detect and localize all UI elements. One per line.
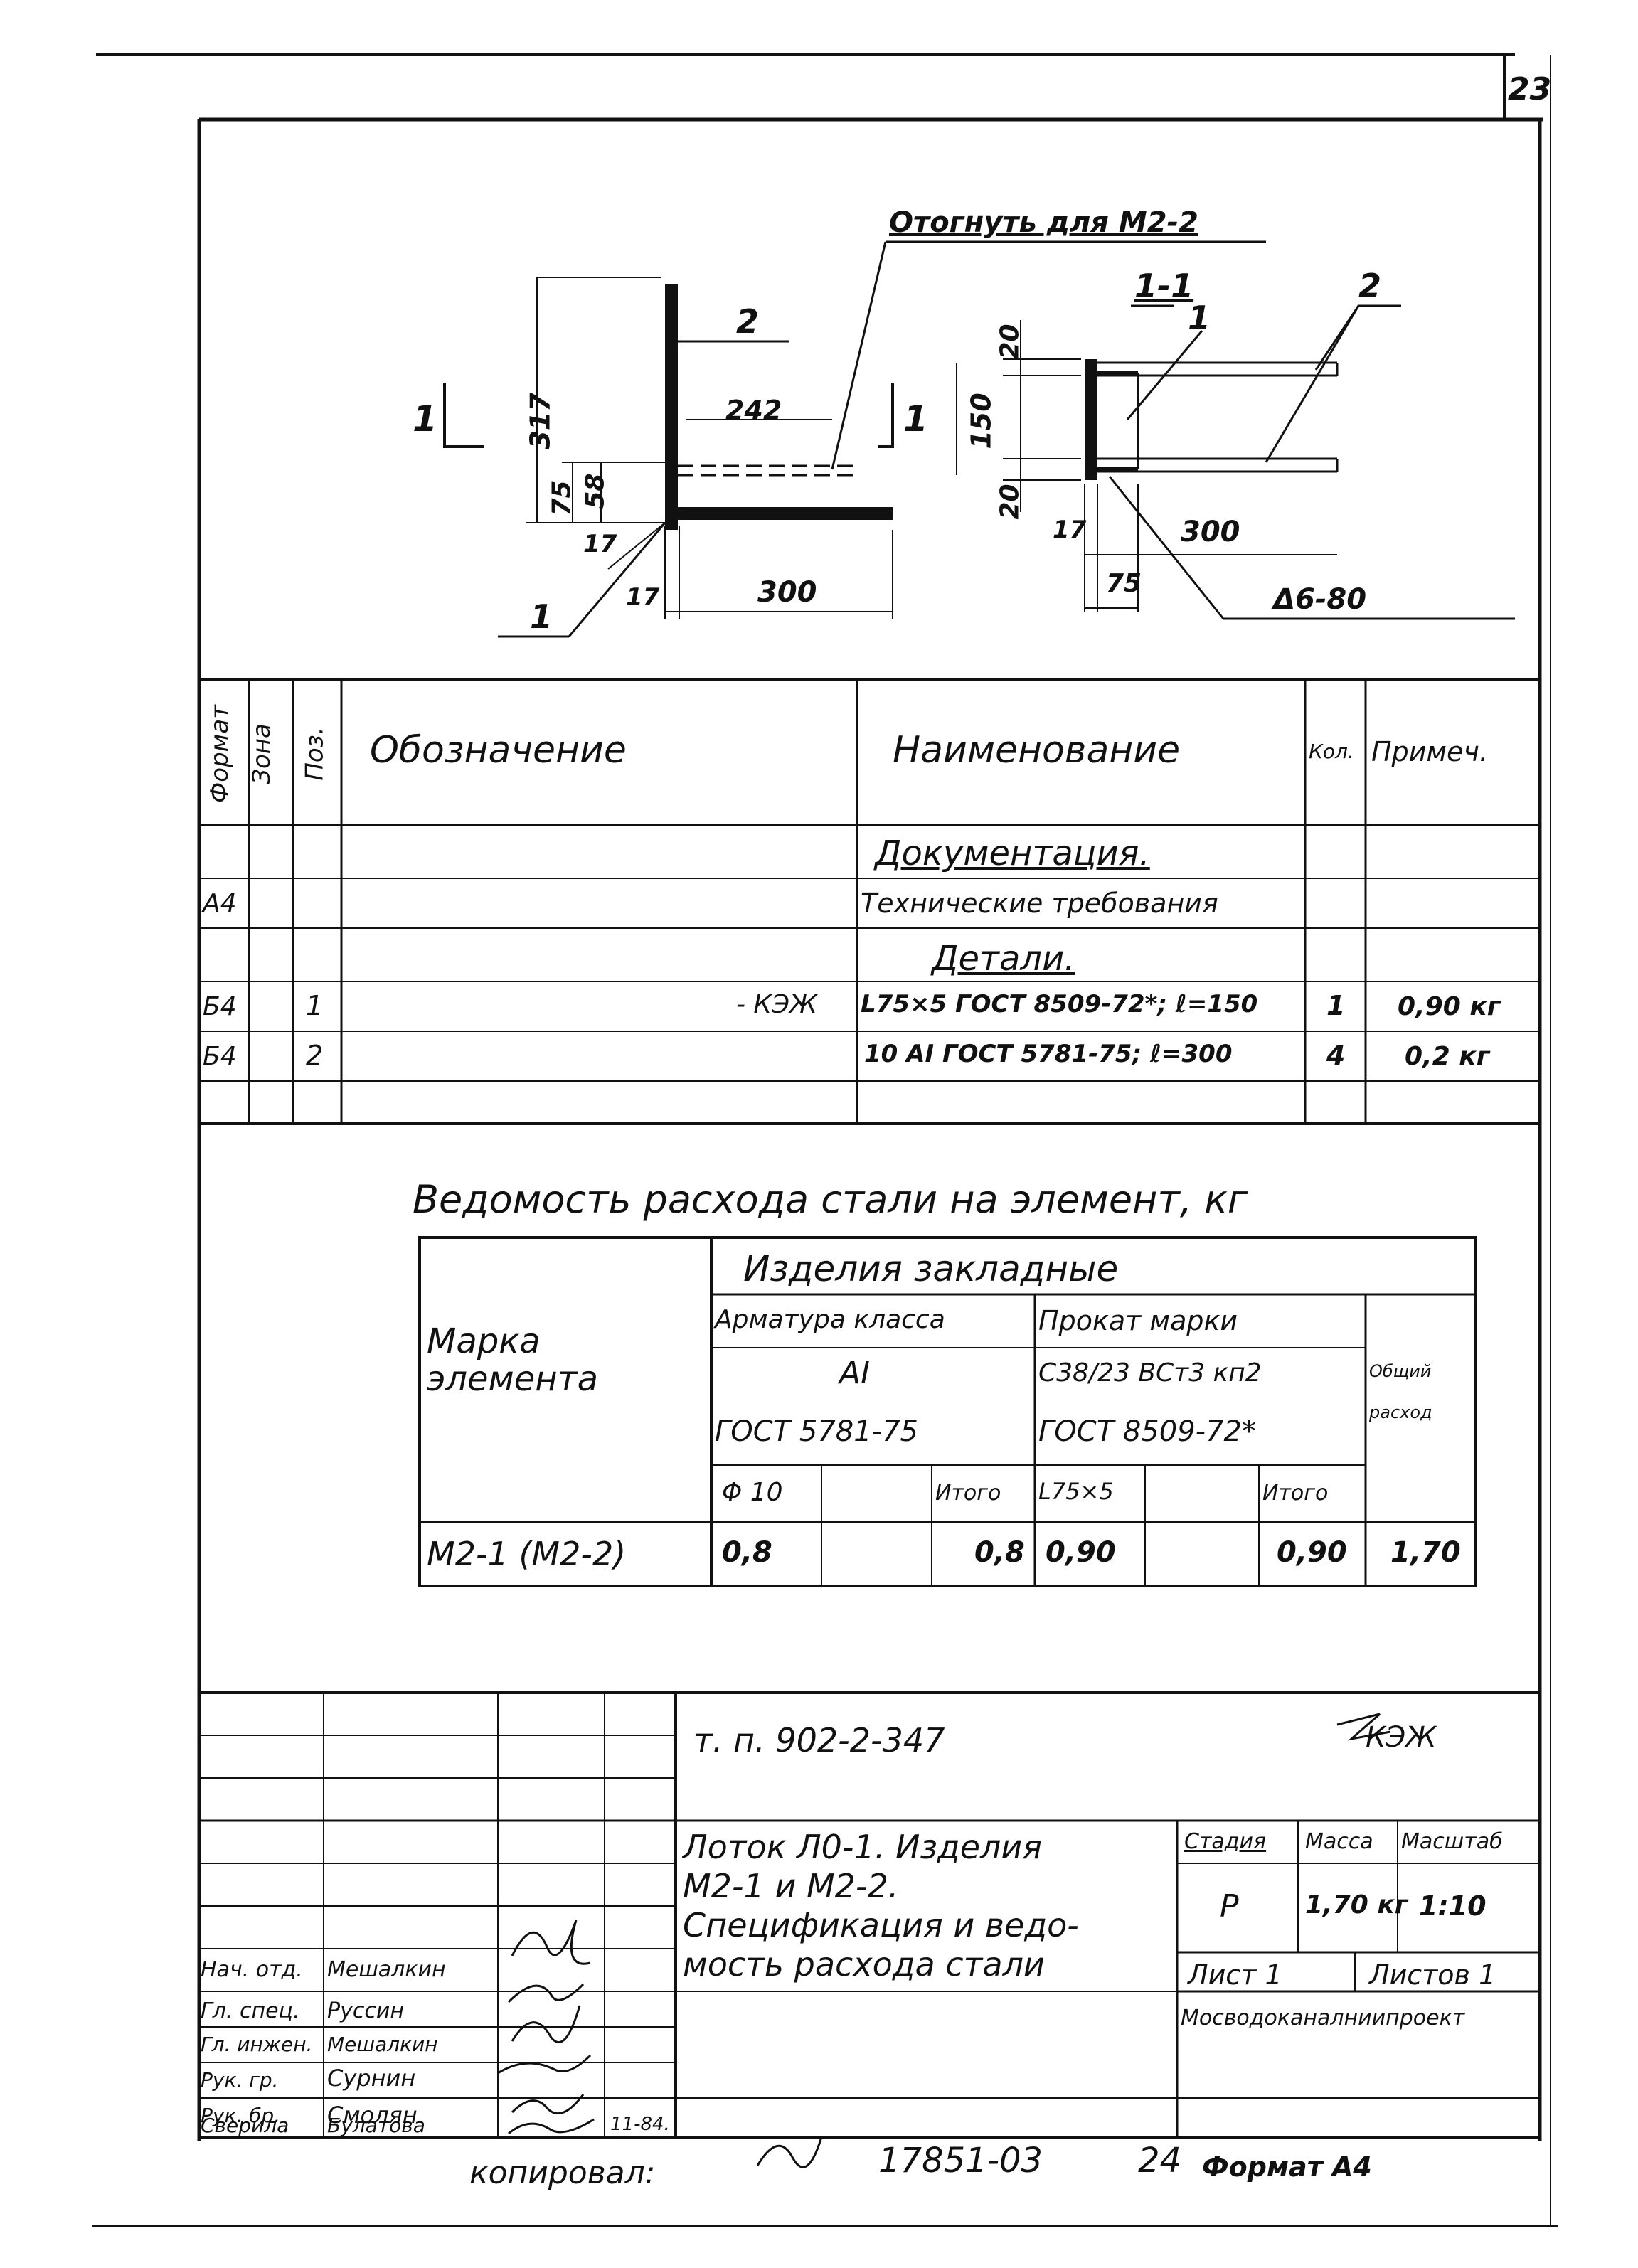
hdr-format: Формат	[205, 705, 234, 803]
view-pos-2: 2	[736, 302, 760, 341]
archive-page: 24	[1138, 2141, 1182, 2181]
dim-317: 317	[524, 393, 556, 449]
section-docs: Документация.	[875, 834, 1150, 873]
section-label: 1-1	[1134, 267, 1194, 305]
row1-format: Б4	[203, 992, 237, 1021]
steel-rebar-class: Арматура класса	[715, 1305, 945, 1334]
page-number: 23	[1508, 71, 1552, 107]
hdr-note: Примеч.	[1371, 736, 1488, 767]
steel-rebar-gost: ГОСТ 5781-75	[715, 1415, 918, 1448]
signature-scribbles	[497, 1713, 1391, 2168]
sig-name-5: Смолян	[327, 2102, 418, 2129]
steel-row-phi: 0,8	[722, 1536, 772, 1569]
hdr-name: Наименование	[893, 729, 1181, 772]
section-mark-right: 1	[903, 398, 928, 440]
dim-300b: 300	[1181, 516, 1240, 548]
section-mark-left: 1	[413, 398, 437, 440]
dim-58: 58	[580, 473, 610, 509]
section-pos-1: 1	[1188, 299, 1211, 337]
steel-row-mark: М2-1 (М2-2)	[427, 1535, 627, 1573]
row1-name: L75×5 ГОСТ 8509-72*; ℓ=150	[861, 990, 1258, 1018]
copy-label: копировал:	[469, 2155, 656, 2191]
format-label: Формат А4	[1202, 2151, 1372, 2183]
hdr-pos: Поз.	[300, 727, 329, 781]
tb-stage: Р	[1220, 1888, 1239, 1924]
section-parts: Детали.	[932, 939, 1075, 979]
steel-col-mark: Марка элемента	[427, 1321, 599, 1399]
dim-75: 75	[547, 480, 577, 516]
tb-mass-label: Масса	[1305, 1829, 1373, 1854]
tb-scale-label: Масштаб	[1401, 1829, 1503, 1854]
hdr-qty: Кол.	[1309, 740, 1354, 763]
row2-qty: 4	[1326, 1040, 1346, 1071]
steel-group: Изделия закладные	[743, 1248, 1119, 1289]
sig-role-5: Рук. бр.	[201, 2104, 281, 2127]
tb-scale: 1:10	[1419, 1890, 1487, 1922]
section-pos-2: 2	[1358, 267, 1382, 305]
sig-role-3: Гл. инжен.	[201, 2033, 313, 2056]
sig-role-2: Гл. спец.	[201, 1998, 300, 2023]
row2-format: Б4	[203, 1042, 237, 1071]
sig-role-1: Нач. отд.	[201, 1957, 303, 1982]
dim-17c: 17	[1053, 516, 1087, 544]
sig-role-6: Сверила	[201, 2114, 289, 2137]
tb-sheets: Листов 1	[1369, 1959, 1496, 1991]
archive-number: 17851-03	[878, 2141, 1043, 2181]
tb-mass: 1,70 кг	[1305, 1890, 1408, 1920]
view-pos-1: 1	[530, 597, 553, 636]
steel-row-itogo1: 0,8	[974, 1536, 1025, 1569]
callout-bend: Отогнуть для М2-2	[889, 206, 1198, 239]
row1-pos: 1	[306, 990, 324, 1021]
tb-desc-line2: М2-1 и М2-2.	[683, 1867, 899, 1905]
sig-name-3: Мешалкин	[327, 2033, 438, 2056]
steel-rolled-grade: С38/23 ВСт3 кп2	[1038, 1358, 1262, 1388]
steel-row-total: 1,70	[1390, 1536, 1461, 1569]
steel-rolled-mark: Прокат марки	[1038, 1305, 1238, 1336]
weld-label: Δ6-80	[1273, 583, 1367, 616]
hdr-zone: Зона	[247, 723, 276, 784]
sig-name-4: Сурнин	[327, 2065, 416, 2092]
dim-17a: 17	[583, 530, 617, 558]
row-docs-format: А4	[203, 889, 237, 918]
steel-sub-angle: L75×5	[1038, 1478, 1114, 1505]
tb-stage-label: Стадия	[1184, 1829, 1267, 1854]
hdr-designation: Обозначение	[370, 729, 627, 772]
steel-title: Ведомость расхода стали на элемент, кг	[413, 1177, 1248, 1222]
tb-sheet: Лист 1	[1188, 1959, 1282, 1991]
row1-qty: 1	[1326, 990, 1346, 1021]
row2-pos: 2	[306, 1040, 324, 1071]
steel-total-hdr: Общий расход	[1369, 1361, 1432, 1422]
steel-row-angle: 0,90	[1046, 1536, 1116, 1569]
row2-name: 10 AI ГОСТ 5781-75; ℓ=300	[864, 1040, 1233, 1068]
dim-17b: 17	[626, 583, 660, 612]
steel-rolled-gost: ГОСТ 8509-72*	[1038, 1415, 1256, 1448]
row-docs-name: Технические требования	[861, 888, 1218, 919]
dim-150: 150	[965, 393, 997, 449]
tb-desc-line4: мость расхода стали	[683, 1945, 1045, 1984]
tb-desc-line3: Спецификация и ведо-	[683, 1906, 1079, 1944]
sig-name-2: Руссин	[327, 1998, 404, 2023]
steel-sub-itogo1: Итого	[935, 1481, 1001, 1506]
steel-row-itogo2: 0,90	[1277, 1536, 1347, 1569]
dim-300a: 300	[757, 576, 817, 609]
sig-name-1: Мешалкин	[327, 1957, 446, 1982]
row1-note: 0,90 кг	[1398, 992, 1501, 1021]
steel-rebar-grade: AI	[839, 1355, 871, 1391]
row2-note: 0,2 кг	[1405, 1042, 1490, 1071]
sheet-code: т. п. 902-2-347	[693, 1721, 945, 1759]
sig-name-6: Булатова	[327, 2114, 425, 2137]
dim-75b: 75	[1106, 569, 1142, 598]
tb-date: 11-84.	[610, 2114, 670, 2135]
dim-20a: 20	[995, 324, 1025, 360]
steel-sub-itogo2: Итого	[1262, 1481, 1329, 1506]
tb-desc-line1: Лоток Л0-1. Изделия	[683, 1828, 1042, 1866]
tb-organization: Мосводоканалниипроект	[1181, 2006, 1465, 2030]
row1-designation: - КЭЖ	[736, 990, 817, 1019]
steel-sub-phi: Φ 10	[722, 1478, 783, 1507]
dim-242: 242	[725, 395, 782, 426]
dim-20b: 20	[995, 484, 1025, 520]
sig-role-4: Рук. гр.	[201, 2068, 279, 2092]
sheet-code-stamp: КЭЖ	[1366, 1721, 1437, 1754]
